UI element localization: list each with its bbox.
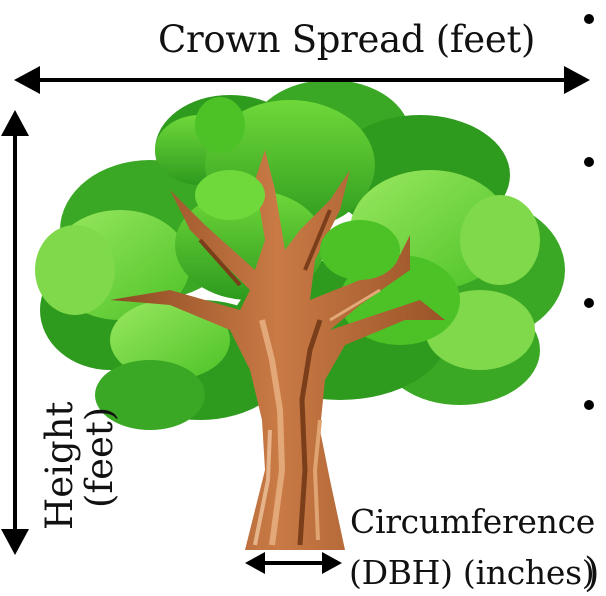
dbh-arrow xyxy=(245,552,342,574)
bullet-icon xyxy=(584,400,594,410)
bullet-icon xyxy=(584,298,594,308)
dbh-label: (DBH) (inches) xyxy=(349,553,594,592)
bullet-icon xyxy=(584,14,594,24)
crown-spread-label: Crown Spread (feet) xyxy=(158,18,535,61)
height-arrow xyxy=(1,110,29,555)
height-label-line2: (feet) xyxy=(80,402,120,530)
circumference-label: Circumference xyxy=(350,502,595,541)
height-label: Height (feet) xyxy=(40,402,120,530)
bullet-icon xyxy=(584,157,594,167)
height-label-line1: Height xyxy=(38,402,81,530)
